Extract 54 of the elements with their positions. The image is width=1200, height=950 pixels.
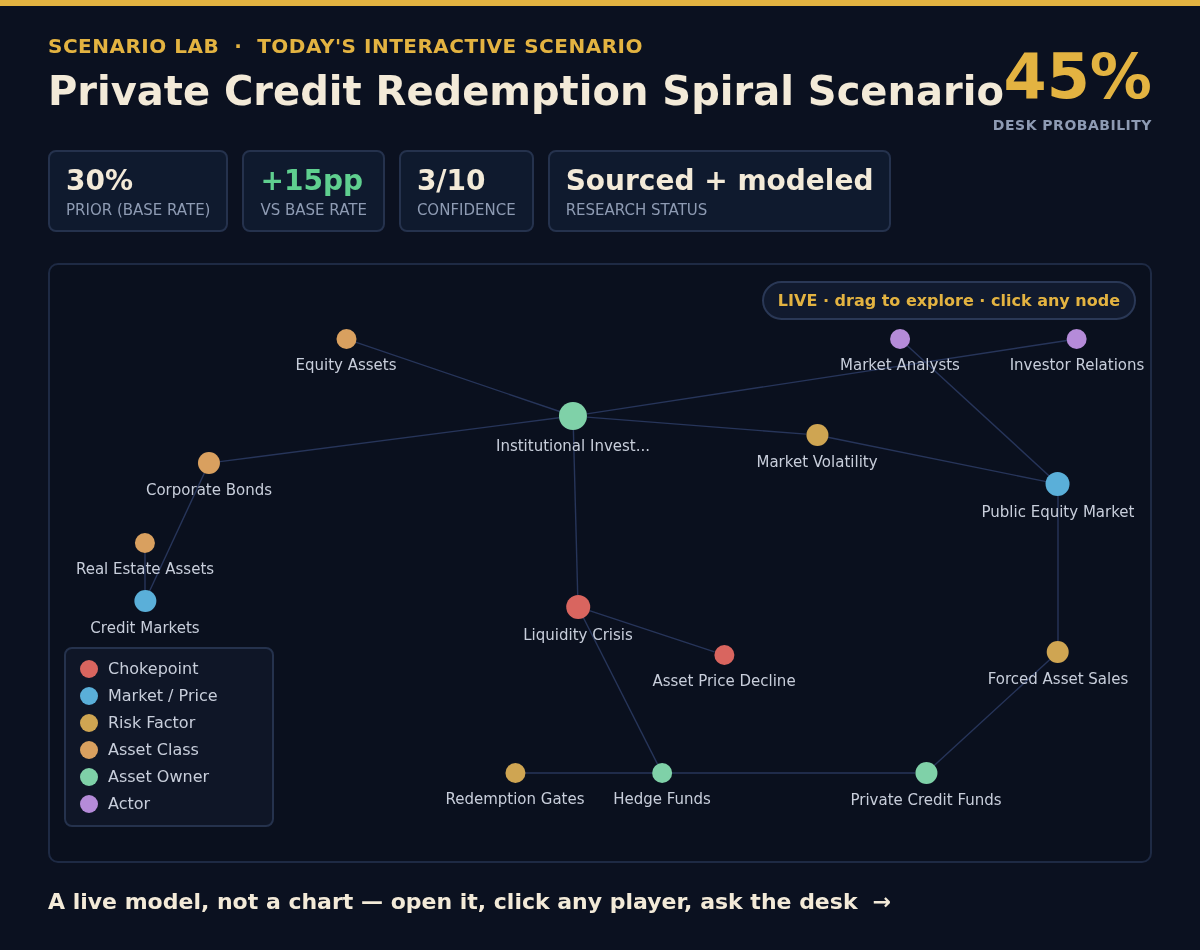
probability-caption: DESK PROBABILITY <box>992 117 1152 133</box>
connector-line <box>219 417 560 463</box>
legend-label: Risk Factor <box>108 713 196 732</box>
node-label: Private Credit Funds <box>850 791 1002 809</box>
node-label: Hedge Funds <box>613 790 711 808</box>
node-label: Redemption Gates <box>445 790 585 808</box>
node-label: Credit Markets <box>90 619 200 637</box>
connector-line <box>1057 495 1059 642</box>
stat-value: 30% <box>66 164 135 197</box>
node-label: Market Volatility <box>756 453 878 471</box>
node-label: Asset Price Decline <box>652 672 796 690</box>
node-label: Institutional Invest... <box>495 437 651 455</box>
connector-line <box>582 617 659 765</box>
kicker-text: SCENARIO LAB · TODAY'S INTERACTIVE SCENARIO <box>48 34 643 58</box>
connector-line <box>906 345 1050 477</box>
stat-value: +15pp <box>260 164 364 197</box>
stat-card <box>242 150 385 232</box>
node-label: Public Equity Market <box>981 503 1135 521</box>
connector-line <box>933 658 1051 767</box>
connector-line <box>148 472 206 592</box>
stat-caption: RESEARCH STATUS <box>565 201 709 219</box>
stat-caption: CONFIDENCE <box>416 201 516 219</box>
stat-card <box>547 150 892 232</box>
connector-line <box>671 772 916 774</box>
legend-label: Market / Price <box>108 686 218 705</box>
stat-card <box>48 150 229 232</box>
connector-line <box>586 339 1068 415</box>
stat-value: 3/10 <box>416 164 487 197</box>
legend-label: Asset Class <box>108 740 199 759</box>
connector-line <box>144 552 146 591</box>
stat-value: Sourced + modeled <box>565 164 874 197</box>
title: Private Credit Redemption Spiral Scenario <box>48 68 1004 114</box>
legend-label: Actor <box>108 794 151 813</box>
footer-text: A live model, not a chart — open it, click any player, ask the desk → <box>48 889 892 914</box>
node-label: Real Estate Assets <box>75 560 215 578</box>
node-label: Liquidity Crisis <box>523 626 633 644</box>
node-label: Investor Relations <box>1009 356 1145 374</box>
probability-value: 45% <box>1003 46 1152 108</box>
connector-line <box>827 436 1047 483</box>
node-label: Market Analysts <box>840 356 960 374</box>
node-label: Forced Asset Sales <box>987 670 1129 688</box>
stat-caption: PRIOR (BASE RATE) <box>66 201 211 219</box>
connector-line <box>354 341 561 413</box>
connector-line <box>588 610 716 653</box>
stat-caption: VS BASE RATE <box>260 201 367 219</box>
node-label: Corporate Bonds <box>145 481 273 499</box>
connector-line <box>524 772 653 774</box>
connector-line <box>586 416 807 435</box>
node-label: Equity Assets <box>295 356 397 374</box>
stat-card <box>398 150 534 232</box>
connector-line <box>572 429 579 596</box>
legend-label: Chokepoint <box>108 659 199 678</box>
legend-label: Asset Owner <box>108 767 210 786</box>
live-badge: LIVE · drag to explore · click any node <box>761 281 1136 320</box>
